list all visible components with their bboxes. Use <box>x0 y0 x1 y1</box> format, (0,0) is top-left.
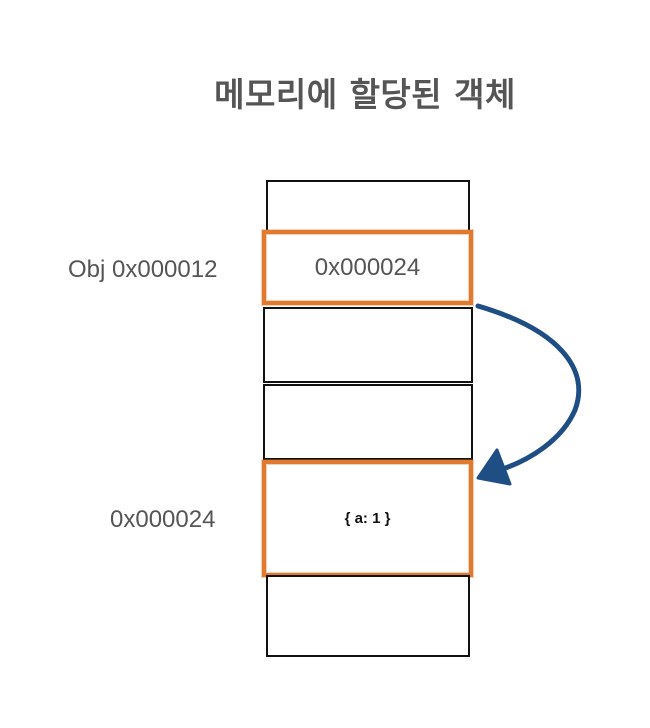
memory-cell-reference: 0x000024 <box>262 230 473 305</box>
memory-cell-empty-1 <box>263 307 473 383</box>
reference-value-text: 0x000024 <box>314 253 421 281</box>
memory-cell-object: { a: 1 } <box>262 460 473 577</box>
memory-cell-top <box>266 180 470 232</box>
memory-cell-empty-2 <box>263 384 473 460</box>
obj-address-label: Obj 0x000012 <box>68 256 218 283</box>
memory-cell-bottom <box>266 575 470 657</box>
diagram-title: 메모리에 할당된 객체 <box>214 75 516 114</box>
object-value-text: { a: 1 } <box>344 510 391 527</box>
reference-arrow-curve <box>475 303 582 473</box>
target-address-label: 0x000024 <box>110 506 216 533</box>
reference-arrow-head <box>476 448 512 486</box>
